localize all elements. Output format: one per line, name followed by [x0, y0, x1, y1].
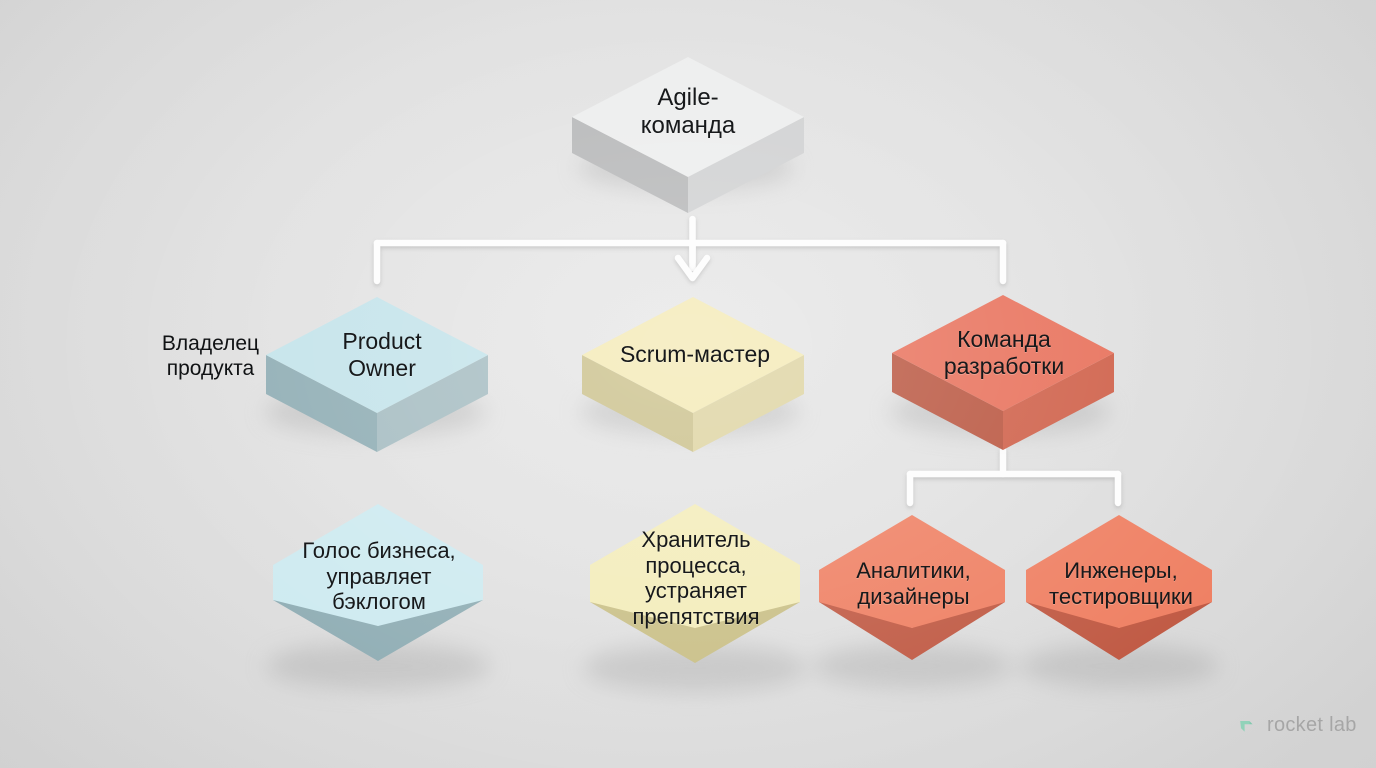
connector-agile-to-row2 — [373, 215, 1007, 285]
node-scrum-master-top-face — [582, 297, 804, 413]
watermark-text: rocket lab — [1267, 714, 1357, 736]
node-agile-team-right-face — [688, 117, 804, 213]
node-sm-detail-top-face — [590, 504, 800, 628]
node-dev-team-top-face — [892, 295, 1114, 411]
node-engineers-detail[interactable] — [1026, 515, 1212, 660]
node-po-detail[interactable] — [273, 504, 483, 661]
watermark: rocket lab — [1236, 714, 1357, 737]
node-dev-team[interactable] — [892, 295, 1114, 450]
node-sm-detail[interactable] — [590, 504, 800, 663]
node-sm-detail-side-face — [590, 565, 800, 663]
connector-arrowhead-icon — [674, 254, 711, 282]
side-label-product-owner-ru: Владелец продукта — [161, 332, 260, 381]
node-product-owner-right-face — [377, 355, 488, 452]
node-product-owner-top-face — [266, 297, 488, 413]
node-agile-team[interactable] — [572, 57, 804, 213]
node-scrum-master-right-face — [693, 355, 804, 452]
node-po-detail-top-face — [273, 504, 483, 626]
node-scrum-master[interactable] — [582, 297, 804, 452]
node-scrum-master-left-face — [582, 355, 693, 452]
connector-dev-to-details — [906, 446, 1122, 507]
node-dev-team-left-face — [892, 353, 1003, 450]
node-agile-team-left-face — [572, 117, 688, 213]
node-product-owner[interactable] — [266, 297, 488, 452]
node-po-detail-side-face — [273, 565, 483, 661]
node-dev-team-right-face — [1003, 353, 1114, 450]
node-analysts-detail[interactable] — [819, 515, 1005, 660]
node-product-owner-left-face — [266, 355, 377, 452]
rocket-lab-mark-icon — [1240, 720, 1253, 732]
node-agile-team-top-face — [572, 57, 804, 177]
node-engineers-detail-side-face — [1026, 570, 1212, 660]
node-analysts-detail-side-face — [819, 570, 1005, 660]
node-analysts-detail-top-face — [819, 515, 1005, 628]
node-engineers-detail-top-face — [1026, 515, 1212, 628]
